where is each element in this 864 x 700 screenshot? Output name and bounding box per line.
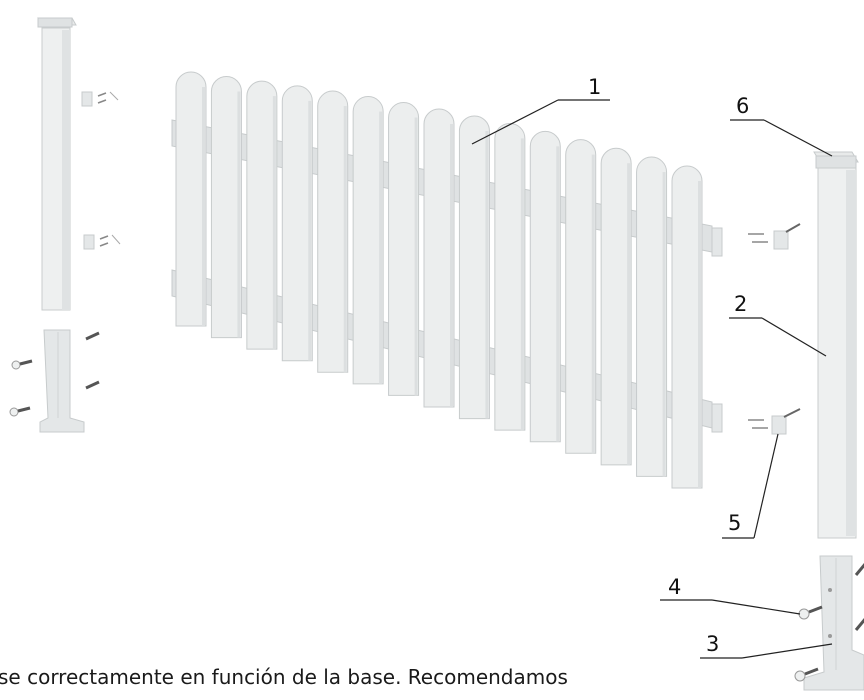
callout-label: 5 [728,511,741,535]
picket-edge [520,138,524,431]
right-post-cap-side [815,155,857,169]
right-base-screws [794,563,864,682]
picket [565,139,597,454]
callout-label: 3 [706,632,719,656]
picket [352,96,384,385]
left-post-cap-side [37,17,73,28]
left-base-screws [9,331,100,417]
picket [388,102,420,396]
screw-icon [85,380,100,390]
picket-edge [237,91,241,338]
callout-label: 4 [668,575,681,599]
picket [423,108,455,408]
callout-6: 6 [730,94,833,157]
screw-icon [9,406,31,417]
picket-edge [627,163,631,465]
callouts: 1 6 2 5 4 3 [471,75,833,659]
bracket-icon [771,415,787,435]
callout-label: 6 [736,94,749,118]
callout-label: 2 [734,292,747,316]
callout-1: 1 [471,75,610,145]
callout-2: 2 [729,292,827,357]
picket-edge [556,146,560,442]
picket-edge [272,96,276,350]
screw-icon [798,605,823,620]
picket-edge [308,100,312,361]
left-post-base [39,329,85,433]
picket [458,115,490,420]
picket [317,90,349,373]
screw-icon [854,563,864,576]
picket-edge [202,87,205,326]
picket [210,76,242,339]
picket [636,156,668,477]
screw-icon [85,331,100,341]
callout-label: 1 [588,75,601,99]
picket [671,165,703,489]
callout-4: 4 [660,575,801,615]
callout-5: 5 [722,433,779,539]
picket-edge [343,106,347,373]
pickets-group [175,71,703,489]
left-panel-brackets [81,91,121,250]
bracket-icon [81,91,93,107]
caption-text: se correctamente en función de la base. … [0,665,568,689]
upper-rail-end [711,227,723,257]
picket [281,85,313,362]
picket [175,71,207,327]
picket [600,147,632,466]
picket [246,80,278,350]
callout-3: 3 [700,632,833,659]
left-post-side-face [62,30,70,310]
bracket-icon [83,234,95,250]
left-post-assembly [9,17,121,433]
picket-edge [485,130,489,419]
screw-icon [854,618,864,631]
picket-edge [379,111,383,384]
picket [494,123,526,431]
right-post-assembly [748,151,864,691]
screw-icon [11,359,33,370]
screw-icon [794,667,819,682]
picket-edge [450,124,453,407]
right-post-side-face [846,170,856,536]
picket-edge [698,181,701,488]
picket-edge [662,172,666,477]
right-panel-brackets [748,223,801,435]
right-post-base [803,555,864,691]
picket [529,130,561,443]
lower-rail-end [711,403,723,433]
picket-edge [414,117,418,396]
picket-edge [591,154,595,454]
fence-panel [171,71,723,489]
bracket-icon [773,230,789,250]
